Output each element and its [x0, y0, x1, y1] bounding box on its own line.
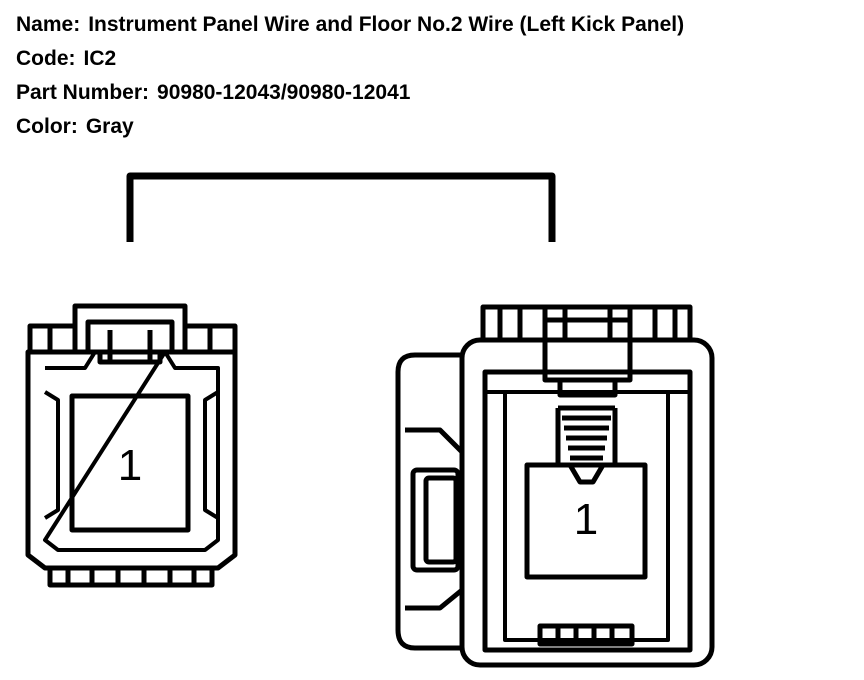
- code-row: Code: IC2: [16, 42, 684, 76]
- part-number-row: Part Number: 90980-12043/90980-12041: [16, 76, 684, 110]
- name-label: Name:: [16, 13, 81, 36]
- mating-bracket-line: [126, 172, 556, 242]
- right-connector: [395, 304, 715, 668]
- left-pin-number: 1: [118, 441, 142, 490]
- color-label: Color:: [16, 115, 78, 138]
- part-number-label: Part Number:: [16, 81, 150, 104]
- color-row: Color: Gray: [16, 110, 684, 144]
- connector-info: Name: Instrument Panel Wire and Floor No.…: [16, 8, 684, 144]
- part-number-value: 90980-12043/90980-12041: [157, 81, 411, 104]
- code-value: IC2: [83, 47, 117, 70]
- name-row: Name: Instrument Panel Wire and Floor No.…: [16, 8, 684, 42]
- color-value: Gray: [85, 115, 134, 138]
- code-label: Code:: [16, 47, 76, 70]
- name-value: Instrument Panel Wire and Floor No.2 Wir…: [88, 13, 685, 36]
- right-pin-number: 1: [574, 495, 598, 544]
- left-connector: [25, 303, 238, 588]
